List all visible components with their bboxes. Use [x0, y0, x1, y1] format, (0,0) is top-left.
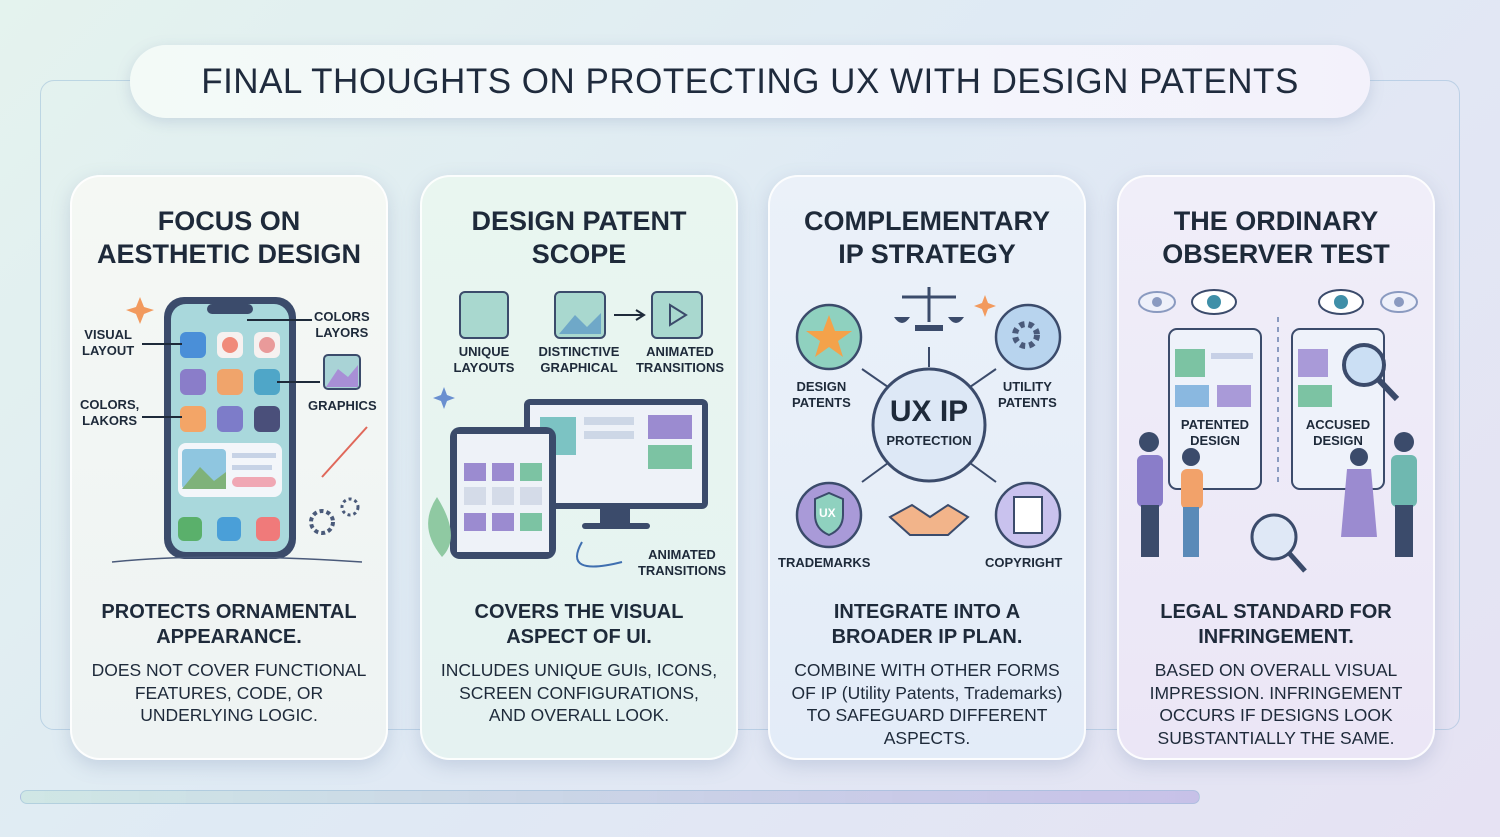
phone-icon	[111, 297, 368, 563]
card-body: DOES NOT COVER FUNCTIONAL FEATURES, CODE…	[91, 660, 367, 725]
label-copyright: COPYRIGHT	[985, 555, 1063, 570]
label-trademarks: TRADEMARKS	[778, 555, 871, 570]
card-design-patent-scope: DESIGN PATENT SCOPE UNIQUE LAYOUTS DISTI…	[420, 175, 738, 760]
card-body: INCLUDES UNIQUE GUIs, ICONS, SCREEN CONF…	[440, 660, 718, 725]
card-headline: PROTECTS ORNAMENTAL APPEARANCE.	[101, 601, 357, 648]
devices-illustration: UNIQUE LAYOUTS DISTINCTIVE GRAPHICAL ANI…	[422, 277, 740, 587]
card-ordinary-observer: THE ORDINARY OBSERVER TEST PATENTED DESI…	[1117, 175, 1435, 760]
observers-comparing-designs	[1137, 289, 1418, 573]
label-graphics: GRAPHICS	[308, 398, 377, 413]
ux-ip-title: UX IP	[889, 395, 969, 428]
label-animated-transitions: ANIMATED TRANSITIONS	[635, 344, 725, 375]
card-headline: COVERS THE VISUAL ASPECT OF UI.	[474, 601, 684, 648]
people	[1137, 432, 1417, 557]
card-ip-strategy: COMPLEMENTARY IP STRATEGY UX IP PROTECTI…	[768, 175, 1086, 760]
card-body: BASED ON OVERALL VISUAL IMPRESSION. INFR…	[1149, 660, 1403, 748]
label-animated-transitions-2: ANIMATED TRANSITIONS	[637, 547, 727, 578]
card-title: DESIGN PATENT SCOPE	[471, 206, 687, 269]
label-distinctive-graphical: DISTINCTIVE GRAPHICAL	[538, 344, 620, 375]
label-unique-layouts: UNIQUE LAYOUTS	[453, 344, 515, 375]
page-title: FINAL THOUGHTS ON PROTECTING UX WITH DES…	[130, 45, 1370, 118]
label-utility-patents: UTILITY PATENTS	[998, 379, 1057, 410]
eye-icon	[1138, 289, 1418, 315]
label-patented-design: PATENTED DESIGN	[1180, 417, 1250, 448]
card-headline: INTEGRATE INTO A BROADER IP PLAN.	[831, 601, 1023, 648]
label-accused-design: ACCUSED DESIGN	[1305, 417, 1371, 448]
card-title: COMPLEMENTARY IP STRATEGY	[804, 206, 1050, 269]
card-body: COMBINE WITH OTHER FORMS OF IP (Utility …	[791, 660, 1063, 748]
label-colors-lakors: COLORS, LAKORS	[80, 397, 140, 428]
observer-illustration: PATENTED DESIGN ACCUSED DESIGN	[1119, 277, 1437, 587]
ip-diagram: UX IP PROTECTION DESIGN PATENTS UTILITY …	[770, 277, 1088, 587]
phone-illustration: VISUAL LAYOUT COLORS LAYORS COLORS, LAKO…	[72, 277, 390, 587]
card-title: THE ORDINARY OBSERVER TEST	[1162, 206, 1390, 269]
label-design-patents: DESIGN PATENTS	[792, 379, 851, 410]
card-title: FOCUS ON AESTHETIC DESIGN	[96, 206, 362, 269]
trademark-badge-text: UX	[819, 506, 836, 520]
card-headline: LEGAL STANDARD FOR INFRINGEMENT.	[1160, 601, 1392, 648]
ux-ip-subtitle: PROTECTION	[886, 433, 972, 448]
card-aesthetic-design: FOCUS ON AESTHETIC DESIGN VISUAL LAYO	[70, 175, 388, 760]
ip-hub-diagram	[795, 287, 1062, 549]
bg-circuit-line	[20, 790, 1200, 804]
monitor-tablet-icon	[428, 291, 708, 568]
label-visual-layout: VISUAL LAYOUT	[82, 327, 135, 358]
label-colors-layors: COLORS LAYORS	[314, 309, 370, 340]
